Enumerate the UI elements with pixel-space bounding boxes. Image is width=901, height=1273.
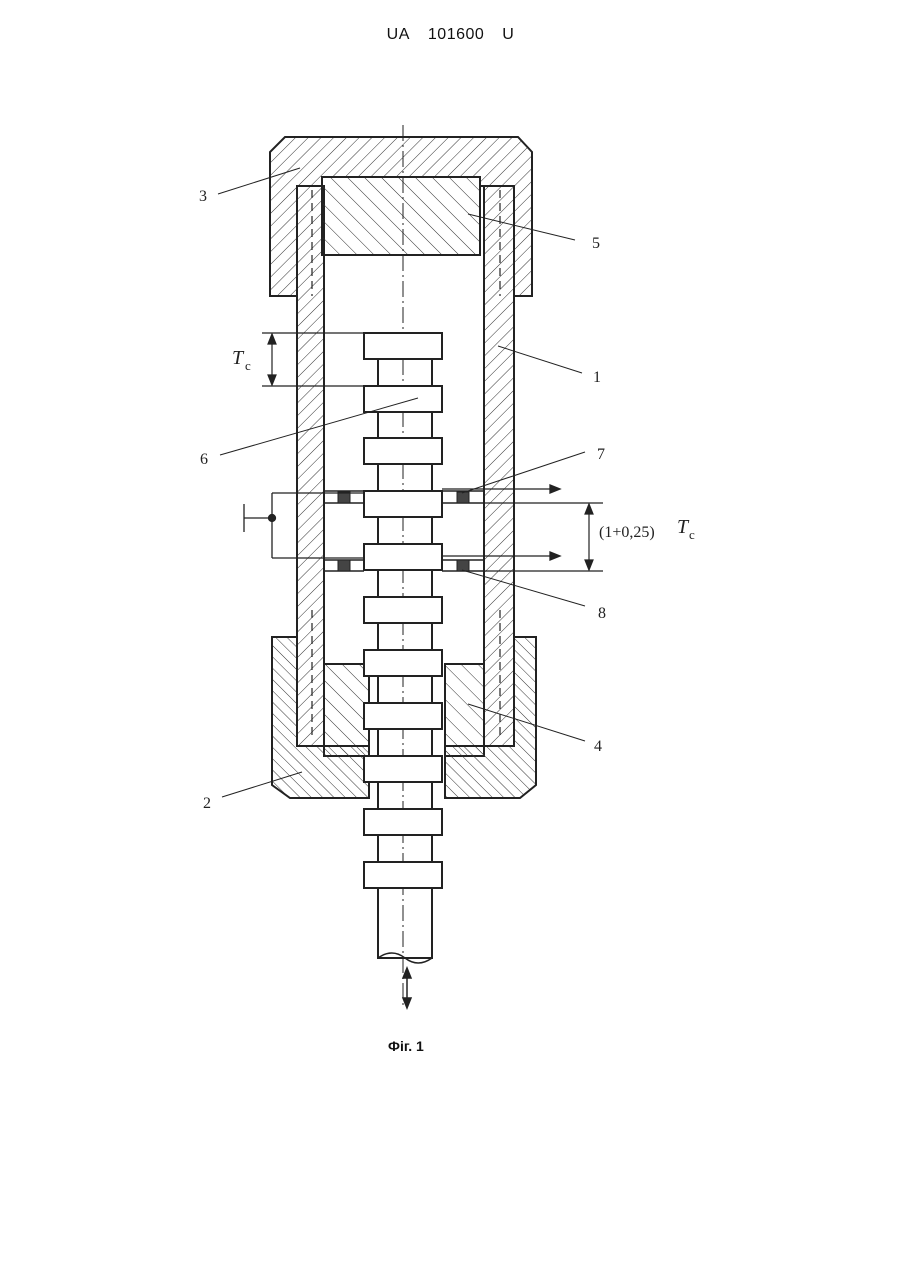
callout-4: 4 <box>594 738 602 755</box>
callout-5: 5 <box>592 235 600 252</box>
callout-2: 2 <box>203 795 211 812</box>
tc-subscript: c <box>245 358 251 373</box>
gap-factor: (1+0,25) <box>599 524 655 541</box>
callout-1: 1 <box>593 369 601 386</box>
callout-3: 3 <box>199 188 207 205</box>
top-plug-5 <box>322 177 480 255</box>
callout-8: 8 <box>598 605 606 622</box>
callout-7: 7 <box>597 446 605 463</box>
motion-arrow <box>403 968 411 1008</box>
cylinder-wall-right <box>484 186 514 746</box>
tc-symbol: T <box>232 347 245 369</box>
bottom-plug-4-left <box>324 664 369 756</box>
callout-6: 6 <box>200 451 208 468</box>
figure-caption: Фіг. 1 <box>388 1038 424 1054</box>
gap-subscript: c <box>689 527 695 542</box>
bottom-plug-4-right <box>445 664 484 756</box>
cylinder-wall-left <box>297 186 324 746</box>
